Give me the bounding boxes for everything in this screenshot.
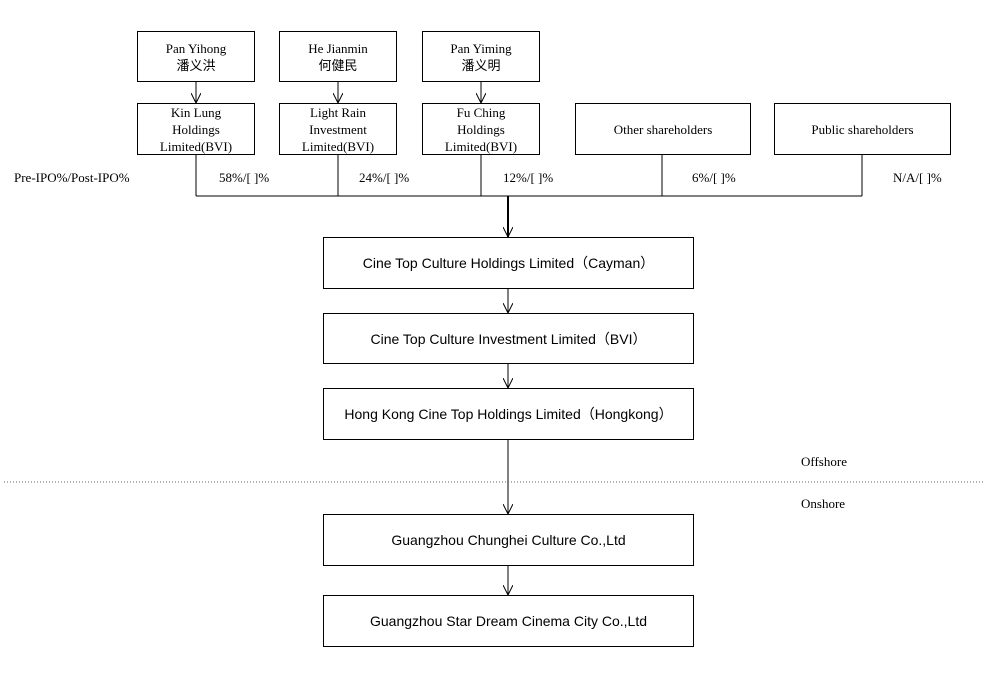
onshore-label: Onshore [801, 496, 846, 511]
shareholder-box-public: Public shareholders [774, 103, 951, 155]
entity-box-chunghei: Guangzhou Chunghei Culture Co.,Ltd [323, 514, 694, 566]
shareholder-name-line: Limited(BVI) [301, 138, 375, 154]
pct-other: 6%/[ ]% [692, 170, 736, 185]
shareholder-name-line: Light Rain [310, 104, 366, 120]
entity-box-star-dream: Guangzhou Star Dream Cinema City Co.,Ltd [323, 595, 694, 647]
founder-name: Pan Yihong [165, 40, 227, 56]
shareholder-name-line: Investment [309, 121, 367, 137]
shareholder-box-fu-ching: Fu Ching Holdings Limited(BVI) [422, 103, 540, 155]
pct-header: Pre-IPO%/Post-IPO% [14, 170, 130, 185]
shareholder-name-line: Limited(BVI) [159, 138, 233, 154]
founder-name-cn: 潘义洪 [176, 57, 216, 73]
founder-name-cn: 潘义明 [461, 57, 501, 73]
entity-box-hongkong: Hong Kong Cine Top Holdings Limited（Hong… [323, 388, 694, 440]
shareholder-box-kin-lung: Kin Lung Holdings Limited(BVI) [137, 103, 255, 155]
founder-name: He Jianmin [308, 40, 368, 56]
shareholder-name-line: Other shareholders [613, 121, 713, 137]
shareholder-name-line: Fu Ching [456, 104, 506, 120]
pct-light-rain: 24%/[ ]% [359, 170, 410, 185]
entity-name: Hong Kong Cine Top Holdings Limited（Hong… [344, 406, 673, 422]
entity-name: Guangzhou Chunghei Culture Co.,Ltd [391, 532, 626, 548]
entity-box-cayman: Cine Top Culture Holdings Limited（Cayman… [323, 237, 694, 289]
entity-box-bvi: Cine Top Culture Investment Limited（BVI） [323, 313, 694, 364]
shareholder-name-line: Holdings [457, 121, 505, 137]
entity-name: Cine Top Culture Investment Limited（BVI） [370, 330, 647, 347]
pct-kin-lung: 58%/[ ]% [219, 170, 270, 185]
founder-box-pan-yiming: Pan Yiming 潘义明 [422, 31, 540, 82]
entity-name: Guangzhou Star Dream Cinema City Co.,Ltd [369, 613, 647, 629]
founder-name-cn: 何健民 [318, 57, 358, 73]
shareholder-name-line: Public shareholders [811, 121, 914, 137]
founder-box-he-jianmin: He Jianmin 何健民 [279, 31, 397, 82]
shareholder-name-line: Holdings [172, 121, 220, 137]
shareholder-name-line: Kin Lung [170, 104, 222, 120]
shareholder-box-other: Other shareholders [575, 103, 751, 155]
offshore-label: Offshore [801, 454, 847, 469]
founder-box-pan-yihong: Pan Yihong 潘义洪 [137, 31, 255, 82]
shareholder-box-light-rain: Light Rain Investment Limited(BVI) [279, 103, 397, 155]
entity-name: Cine Top Culture Holdings Limited（Cayman… [362, 255, 655, 271]
founder-name: Pan Yiming [450, 40, 512, 56]
shareholder-name-line: Limited(BVI) [444, 138, 518, 154]
pct-public: N/A/[ ]% [893, 170, 942, 185]
pct-fu-ching: 12%/[ ]% [503, 170, 554, 185]
